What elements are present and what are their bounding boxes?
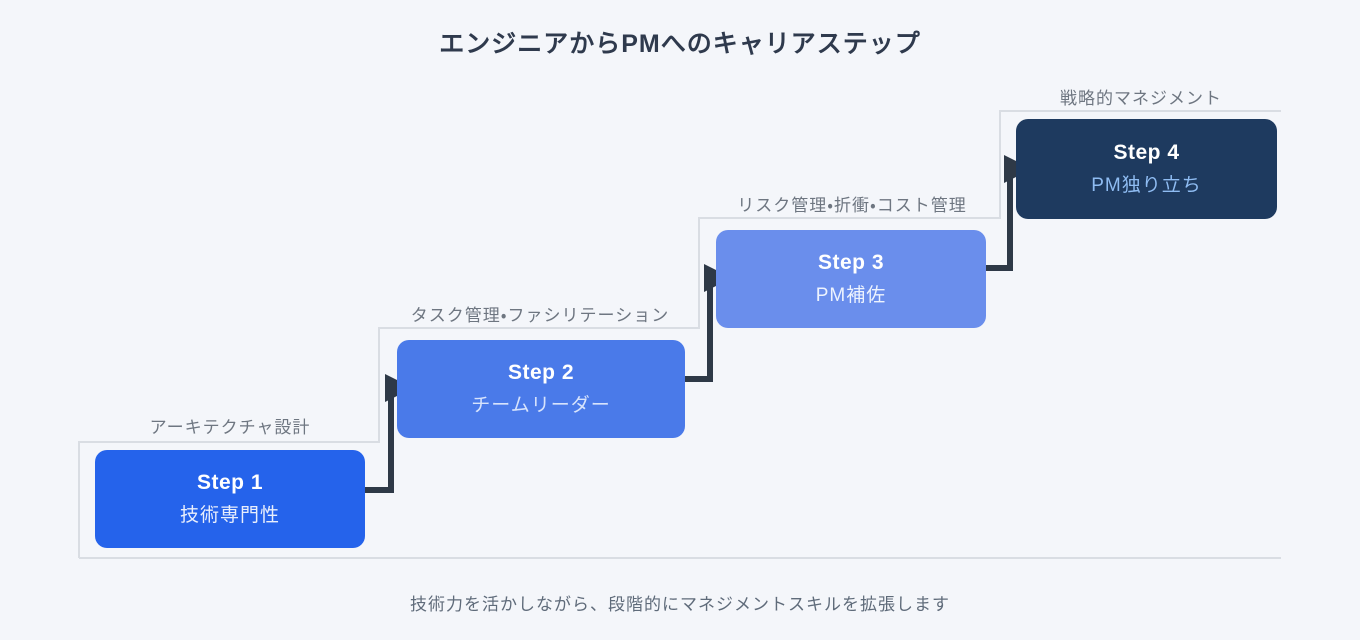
step-box-4: Step 4 PM独り立ち [1016, 119, 1277, 219]
step-number-label: Step 4 [1113, 141, 1180, 164]
step-role-name: PM補佐 [815, 285, 887, 306]
skill-label-step1: アーキテクチャ設計 [149, 418, 311, 437]
step-box-1: Step 1 技術専門性 [95, 450, 365, 548]
skill-label-step4: 戦略的マネジメント [1060, 89, 1222, 108]
staircase-outline [78, 110, 1281, 559]
step-box-2: Step 2 チームリーダー [397, 340, 685, 438]
step-role-name: PM独り立ち [1091, 175, 1202, 196]
diagram-title: エンジニアからPMへのキャリアステップ [439, 30, 921, 58]
step-box-3: Step 3 PM補佐 [716, 230, 986, 328]
connector-step3-step4 [986, 162, 1013, 271]
step-number-label: Step 2 [507, 361, 575, 384]
step-role-name: 技術専門性 [179, 505, 280, 526]
step-number-label: Step 3 [817, 251, 885, 274]
skill-label-step3: リスク管理・折衝・コスト管理 [737, 196, 967, 215]
connector-step2-step3 [685, 271, 713, 382]
step-role-name: チームリーダー [471, 395, 611, 416]
step-number-label: Step 1 [196, 471, 264, 494]
skill-label-step2: タスク管理・ファシリテーション [410, 306, 670, 325]
connector-step1-step2 [365, 381, 394, 493]
diagram-caption: 技術力を活かしながら、段階的にマネジメントスキルを拡張します [410, 595, 950, 614]
